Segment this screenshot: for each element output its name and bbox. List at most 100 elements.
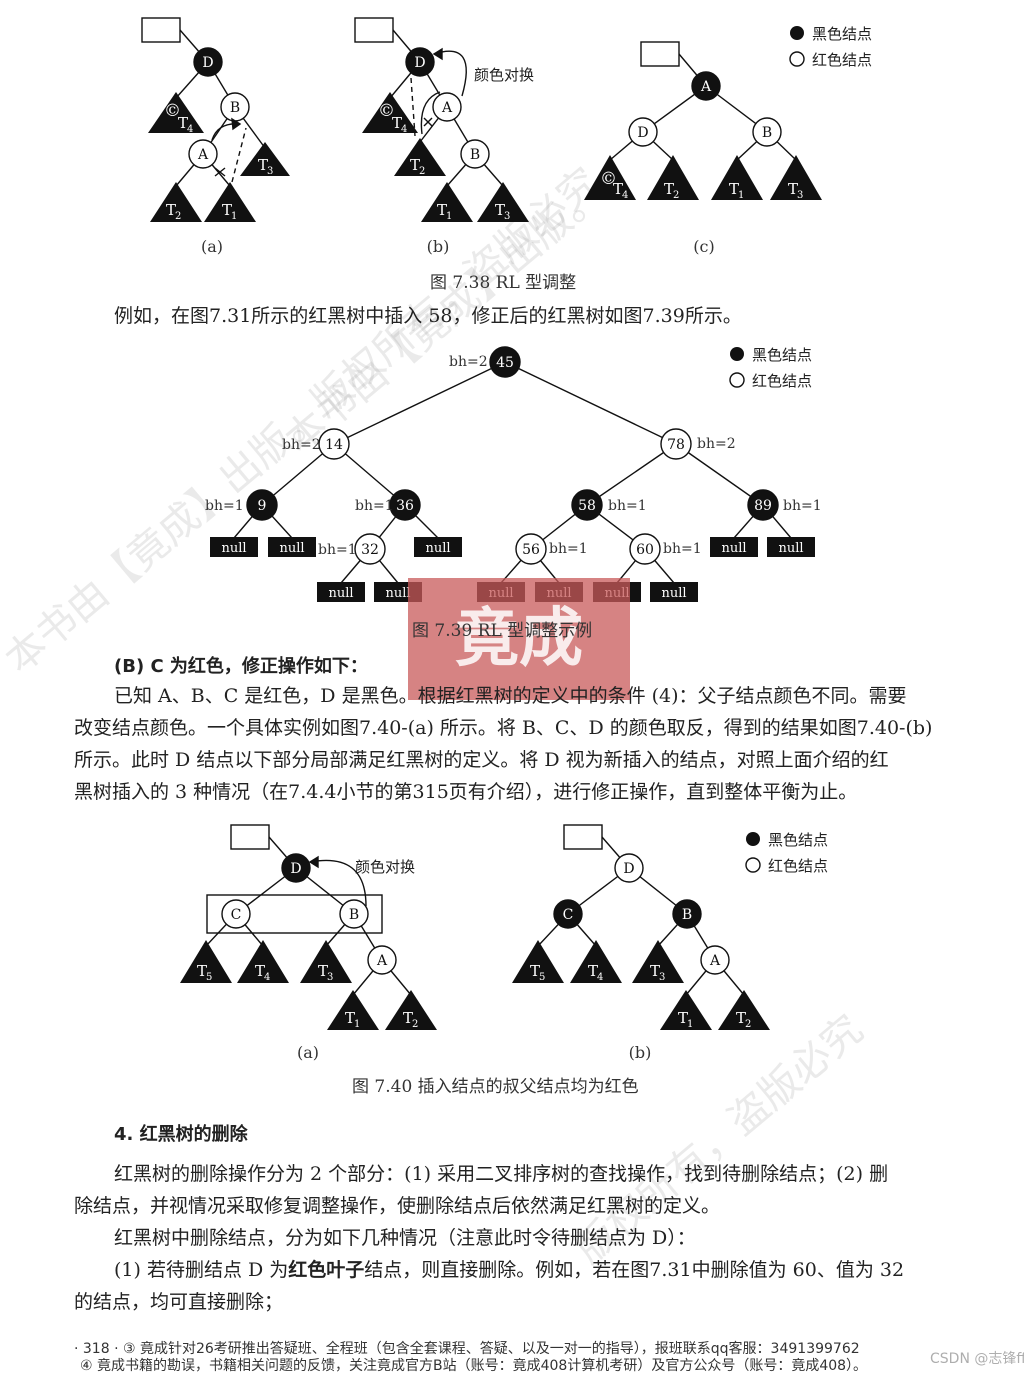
svg-text:C: C bbox=[231, 907, 242, 923]
figure-7-40: T5 T4 T3 T1 T2 T5 T4 T3 T1 T2 D C B A D … bbox=[180, 824, 828, 1062]
footer-line: · 318 · ③ 竟成针对26考研推出答疑班、全程班（包含全套课程、答疑、以及… bbox=[74, 1341, 860, 1357]
section-heading: 4. 红黑树的删除 bbox=[114, 1124, 248, 1145]
svg-text:9: 9 bbox=[258, 498, 267, 514]
svg-text:null: null bbox=[661, 586, 686, 601]
section-heading: (B) C 为红色，修正操作如下： bbox=[114, 656, 368, 677]
svg-text:T: T bbox=[729, 180, 739, 198]
svg-text:T: T bbox=[178, 114, 188, 132]
svg-text:T: T bbox=[788, 180, 798, 198]
paragraph: 已知 A、B、C 是红色，D 是黑色。根据红黑树的定义中的条件 (4)：父子结点… bbox=[74, 685, 933, 803]
svg-text:T: T bbox=[166, 201, 176, 219]
svg-text:D: D bbox=[290, 861, 301, 877]
svg-text:(a): (a) bbox=[201, 237, 223, 256]
svg-text:A: A bbox=[709, 953, 721, 969]
figure-caption: 图 7.38 RL 型调整 bbox=[430, 273, 577, 293]
svg-text:bh=2: bh=2 bbox=[449, 354, 488, 370]
svg-text:1: 1 bbox=[231, 211, 237, 222]
copyright-mark: © bbox=[600, 169, 617, 189]
svg-text:A: A bbox=[376, 953, 388, 969]
svg-text:5: 5 bbox=[206, 972, 212, 983]
svg-text:null: null bbox=[279, 541, 304, 556]
svg-text:3: 3 bbox=[797, 190, 803, 201]
footer-line: ④ 竟成书籍的勘误，书籍相关问题的反馈，关注竟成官方B站（账号：竟成408计算机… bbox=[80, 1358, 868, 1374]
svg-text:78: 78 bbox=[667, 437, 685, 453]
svg-text:bh=1: bh=1 bbox=[549, 541, 588, 557]
svg-text:A: A bbox=[197, 147, 209, 163]
svg-text:2: 2 bbox=[745, 1019, 751, 1030]
svg-text:D: D bbox=[637, 125, 648, 141]
svg-text:60: 60 bbox=[636, 542, 654, 558]
svg-text:null: null bbox=[328, 586, 353, 601]
svg-text:2: 2 bbox=[175, 211, 181, 222]
svg-text:1: 1 bbox=[354, 1019, 360, 1030]
svg-text:A: A bbox=[441, 100, 453, 116]
svg-text:T: T bbox=[410, 156, 420, 174]
svg-text:T: T bbox=[255, 962, 265, 980]
svg-text:null: null bbox=[385, 586, 410, 601]
svg-text:bh=1: bh=1 bbox=[355, 498, 394, 514]
svg-text:14: 14 bbox=[325, 437, 343, 453]
svg-text:32: 32 bbox=[361, 542, 379, 558]
svg-text:5: 5 bbox=[539, 972, 545, 983]
svg-text:null: null bbox=[221, 541, 246, 556]
svg-text:2: 2 bbox=[419, 166, 425, 177]
svg-text:bh=1: bh=1 bbox=[205, 498, 244, 514]
svg-text:颜色对换: 颜色对换 bbox=[355, 858, 415, 876]
svg-text:B: B bbox=[762, 125, 772, 141]
svg-text:4: 4 bbox=[622, 190, 628, 201]
svg-text:红色结点: 红色结点 bbox=[768, 857, 828, 875]
csdn-watermark: CSDN @志锋ff bbox=[930, 1351, 1024, 1367]
svg-text:黑色结点: 黑色结点 bbox=[768, 831, 828, 849]
svg-text:4: 4 bbox=[597, 972, 603, 983]
svg-text:T: T bbox=[437, 201, 447, 219]
legend-black: 黑色结点 bbox=[812, 25, 872, 43]
svg-text:null: null bbox=[778, 541, 803, 556]
legend-red: 红色结点 bbox=[812, 51, 872, 69]
svg-text:黑色结点: 黑色结点 bbox=[752, 346, 812, 364]
figure-7-39: null null null null null null null null … bbox=[205, 346, 822, 602]
svg-text:58: 58 bbox=[578, 498, 596, 514]
copyright-mark: © bbox=[164, 101, 181, 121]
svg-text:(b): (b) bbox=[427, 237, 450, 256]
svg-text:3: 3 bbox=[267, 166, 273, 177]
paragraph: 红黑树的删除操作分为 2 个部分：(1) 采用二叉排序树的查找操作，找到待删除结… bbox=[74, 1163, 905, 1313]
svg-text:null: null bbox=[425, 541, 450, 556]
svg-text:T: T bbox=[664, 180, 674, 198]
svg-text:T: T bbox=[345, 1009, 355, 1027]
svg-text:(b): (b) bbox=[629, 1043, 652, 1062]
svg-text:B: B bbox=[349, 907, 359, 923]
svg-text:T: T bbox=[495, 201, 505, 219]
svg-text:T: T bbox=[588, 962, 598, 980]
svg-text:bh=2: bh=2 bbox=[697, 436, 736, 452]
svg-text:T: T bbox=[678, 1009, 688, 1027]
svg-text:2: 2 bbox=[673, 190, 679, 201]
svg-text:1: 1 bbox=[738, 190, 744, 201]
svg-text:bh=1: bh=1 bbox=[318, 542, 357, 558]
svg-text:A: A bbox=[700, 79, 712, 95]
svg-text:D: D bbox=[623, 861, 634, 877]
svg-text:4: 4 bbox=[401, 124, 407, 135]
svg-text:B: B bbox=[230, 100, 240, 116]
svg-text:1: 1 bbox=[446, 211, 452, 222]
svg-text:bh=2: bh=2 bbox=[282, 437, 321, 453]
svg-text:(a): (a) bbox=[297, 1043, 319, 1062]
svg-text:T: T bbox=[530, 962, 540, 980]
svg-text:3: 3 bbox=[659, 972, 665, 983]
svg-text:红色结点: 红色结点 bbox=[752, 372, 812, 390]
svg-text:T: T bbox=[197, 962, 207, 980]
svg-text:T: T bbox=[392, 114, 402, 132]
svg-text:89: 89 bbox=[754, 498, 772, 514]
copyright-mark: © bbox=[378, 101, 395, 121]
svg-text:T: T bbox=[222, 201, 232, 219]
figure-caption: 图 7.40 插入结点的叔父结点均为红色 bbox=[352, 1077, 639, 1097]
svg-text:D: D bbox=[414, 55, 425, 71]
svg-text:T: T bbox=[613, 180, 623, 198]
paragraph: 例如，在图7.31所示的红黑树中插入 58，修正后的红黑树如图7.39所示。 bbox=[114, 305, 742, 327]
svg-text:56: 56 bbox=[522, 542, 540, 558]
publisher-stamp: 竟成 bbox=[408, 578, 630, 700]
svg-text:T: T bbox=[258, 156, 268, 174]
svg-text:T: T bbox=[650, 962, 660, 980]
svg-text:36: 36 bbox=[396, 498, 414, 514]
svg-text:T: T bbox=[736, 1009, 746, 1027]
svg-text:1: 1 bbox=[687, 1019, 693, 1030]
